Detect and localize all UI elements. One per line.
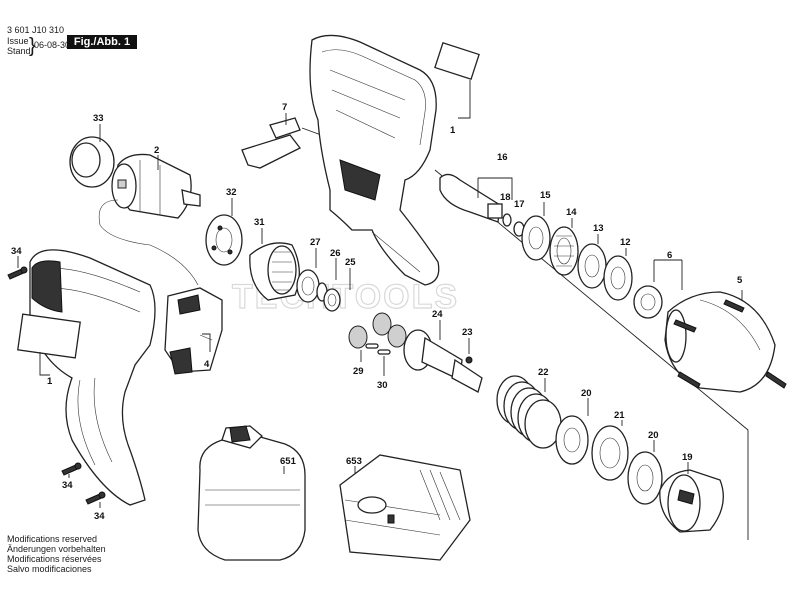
leader-4 — [202, 333, 211, 352]
part-label-20b: 20 — [648, 430, 659, 441]
part-15-washer — [521, 215, 551, 261]
part-label-29: 29 — [353, 366, 364, 377]
part-34-screw-c — [85, 491, 106, 505]
part-label-7: 7 — [282, 102, 287, 113]
part-18-ring — [502, 213, 512, 227]
part-label-20a: 20 — [581, 388, 592, 399]
footer-line: Modifications reserved — [7, 534, 98, 544]
part-label-4: 4 — [204, 359, 210, 370]
housing-half-left — [17, 249, 156, 506]
leader-16 — [477, 177, 513, 200]
part-label-1: 1 — [450, 125, 456, 136]
part-7-clip — [241, 113, 301, 169]
part-label-34c: 34 — [94, 511, 105, 522]
part-27-bearing — [296, 269, 320, 303]
part-5-screws — [673, 299, 787, 389]
part-30-pins — [365, 343, 391, 355]
part-21-thrust-bearing — [591, 425, 629, 481]
part-label-32: 32 — [226, 187, 237, 198]
part-label-34a: 34 — [11, 246, 22, 257]
label-plate — [17, 313, 81, 359]
part-34-screw-a — [7, 266, 28, 280]
part-label-34b: 34 — [62, 480, 73, 491]
part-label-2: 2 — [154, 145, 159, 156]
part-20-washer-lower — [627, 451, 663, 505]
part-24-spindle — [403, 329, 483, 393]
part-label-5: 5 — [737, 275, 743, 286]
part-4-switch — [164, 287, 223, 375]
part-20-washer-upper — [555, 415, 589, 465]
part-6-bushing — [633, 285, 663, 319]
doc-number: 3 601 J10 310 — [7, 25, 65, 35]
part-label-23: 23 — [462, 327, 473, 338]
part-label-17: 17 — [514, 199, 525, 210]
part-32-flange — [205, 214, 243, 266]
part-label-26: 26 — [330, 248, 341, 259]
part-label-1-left: 1 — [47, 376, 53, 387]
part-label-14: 14 — [566, 207, 577, 218]
leader-6 — [653, 259, 683, 290]
part-22-spring — [496, 375, 562, 449]
modifications-notice: Modifications reserved Änderungen vorbeh… — [7, 534, 106, 574]
part-651-battery — [197, 425, 306, 561]
part-label-21: 21 — [614, 410, 625, 421]
part-label-13: 13 — [593, 223, 604, 234]
housing-half-right — [309, 34, 480, 286]
part-12-washer — [603, 255, 633, 301]
part-19-hammer — [659, 469, 724, 533]
part-label-27: 27 — [310, 237, 321, 248]
leader-1-left — [39, 352, 50, 376]
part-25-washer — [323, 288, 341, 312]
part-label-22: 22 — [538, 367, 549, 378]
footer-line: Modifications réservées — [7, 554, 102, 564]
part-label-653: 653 — [346, 456, 362, 467]
stand-label: Stand — [7, 46, 31, 56]
leader-1-top — [458, 80, 471, 119]
part-14-needle-bearing — [549, 226, 579, 276]
part-29-planet-gears — [348, 312, 407, 349]
part-label-15: 15 — [540, 190, 551, 201]
footer-line: Änderungen vorbehalten — [7, 544, 106, 554]
part-label-6: 6 — [667, 250, 672, 261]
part-label-19: 19 — [682, 452, 693, 463]
part-label-16: 16 — [497, 152, 508, 163]
figure-label: Fig./Abb. 1 — [67, 35, 137, 49]
part-31-ring-gear — [249, 242, 300, 301]
part-label-31: 31 — [254, 217, 265, 228]
part-23-ball — [465, 356, 473, 364]
part-label-25: 25 — [345, 257, 356, 268]
part-label-12: 12 — [620, 237, 631, 248]
footer-line: Salvo modificaciones — [7, 564, 92, 574]
nameplate — [434, 41, 480, 81]
part-label-30: 30 — [377, 380, 388, 391]
part-label-33: 33 — [93, 113, 104, 124]
part-34-screw-b — [61, 462, 82, 476]
part-653-charger — [339, 454, 471, 561]
part-label-18: 18 — [500, 192, 511, 203]
issue-bracket: } — [29, 35, 36, 57]
part-label-651: 651 — [280, 456, 297, 467]
part-label-24: 24 — [432, 309, 443, 320]
part-16-anvil — [439, 173, 503, 223]
issue-label: Issue — [7, 36, 29, 46]
issue-date: 06-08-30 — [34, 40, 71, 50]
part-13-washer — [577, 243, 607, 289]
part-2-motor — [98, 153, 201, 286]
part-33-ring — [69, 136, 115, 188]
